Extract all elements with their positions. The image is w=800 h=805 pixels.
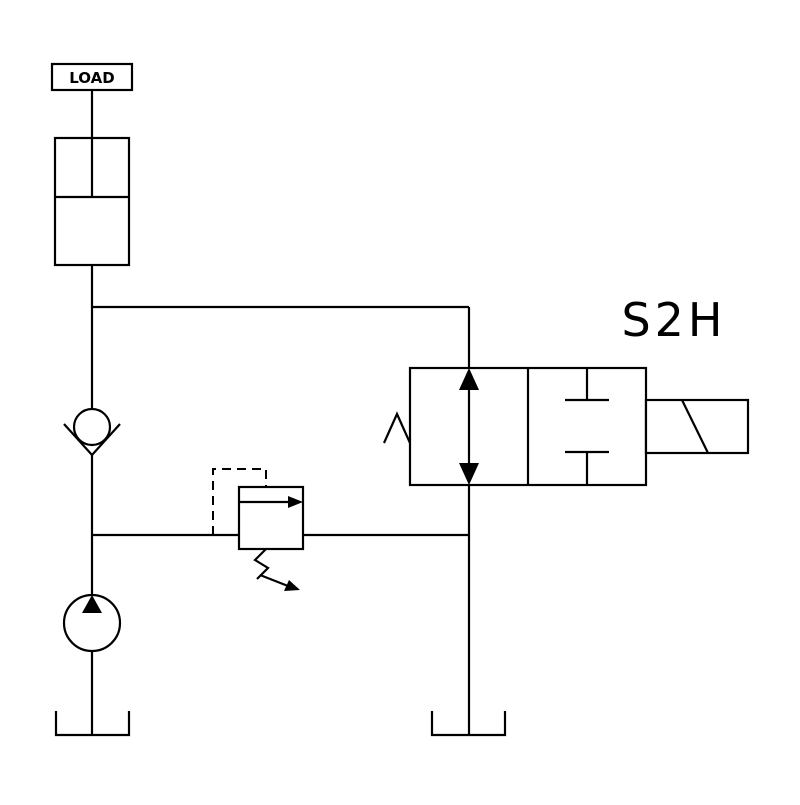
hydraulic-cylinder: [53, 136, 131, 267]
tank-left: [54, 711, 131, 737]
load-label: LOAD: [69, 69, 114, 87]
solenoid-actuator: [644, 398, 750, 455]
valve-label: S2H: [621, 293, 726, 347]
tank-right: [430, 711, 507, 737]
pressure-relief-valve: [212, 468, 305, 591]
hydraulic-pump: [62, 593, 122, 653]
spring-return: [382, 411, 412, 444]
check-valve: [63, 407, 121, 457]
directional-control-valve: [408, 366, 648, 487]
load-box: LOAD: [50, 62, 134, 92]
spring-icon: [253, 548, 270, 580]
